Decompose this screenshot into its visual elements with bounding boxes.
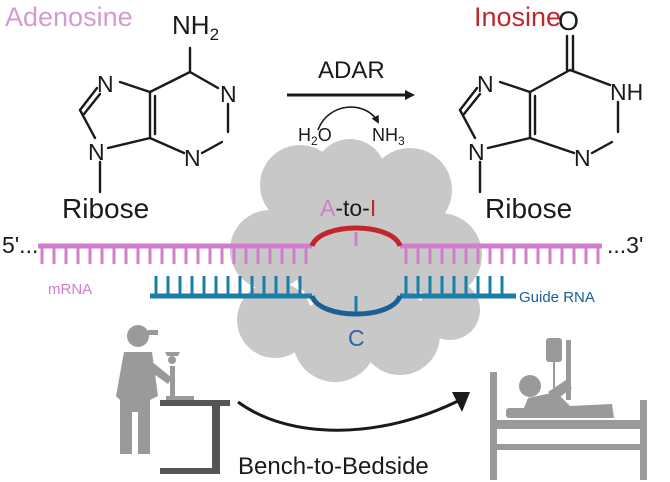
inosine-n9-label: N [468, 139, 485, 165]
enzyme-label: ADAR [318, 57, 385, 84]
water-h: H [298, 125, 311, 145]
inosine-ribose-label: Ribose [485, 193, 572, 224]
to-text: -to- [335, 195, 370, 221]
guide-rna-label: Guide RNA [519, 289, 595, 306]
ammonia-sub: 3 [398, 134, 405, 148]
guide-rna-strand [150, 276, 516, 299]
mrna-strand [38, 243, 602, 264]
iv-drip-icon [546, 338, 571, 400]
bench-to-bedside-arrow [237, 398, 461, 432]
amine-text: NH [172, 10, 210, 40]
inosine-label: Inosine [474, 2, 561, 32]
inosine-n7-label: N [477, 71, 494, 97]
adenosine-amine-label: NH2 [172, 10, 219, 44]
lab-bench-icon [160, 400, 230, 474]
guide-loop-blue [309, 294, 403, 317]
inosine-structure [458, 34, 620, 194]
inosine-carbonyl-label: O [558, 6, 579, 36]
water-label: H2O [298, 125, 332, 148]
three-prime-label: ...3' [607, 232, 643, 258]
five-prime-label: 5'... [2, 232, 38, 258]
adenosine-n7-label: N [97, 71, 114, 97]
adenosine-label: Adenosine [5, 2, 133, 32]
ammonia-nh: NH [372, 125, 398, 145]
water-o: O [318, 125, 332, 145]
a-letter: A [320, 195, 336, 221]
ammonia-label: NH3 [372, 125, 405, 148]
bench-to-bedside-arrowhead [452, 392, 470, 412]
bench-to-bedside-label: Bench-to-Bedside [238, 453, 429, 480]
i-letter: I [370, 195, 376, 221]
adenosine-n9-label: N [88, 139, 105, 165]
inosine-n3-label: N [574, 145, 591, 171]
adenosine-structure [78, 46, 230, 194]
c-letter-label: C [348, 325, 365, 351]
a-to-i-label: A-to-I [320, 195, 376, 221]
water-sub: 2 [311, 134, 318, 148]
adenosine-n1-label: N [220, 81, 237, 107]
mrna-label: mRNA [48, 281, 92, 298]
adenosine-n3-label: N [184, 145, 201, 171]
researcher-icon [116, 325, 194, 454]
edited-loop-red [309, 225, 403, 248]
inosine-nh-label: NH [610, 79, 643, 105]
patient-bed-icon [490, 372, 647, 480]
adenosine-ribose-label: Ribose [62, 193, 149, 224]
reaction-arrow [287, 90, 415, 131]
amine-subscript: 2 [210, 25, 219, 44]
